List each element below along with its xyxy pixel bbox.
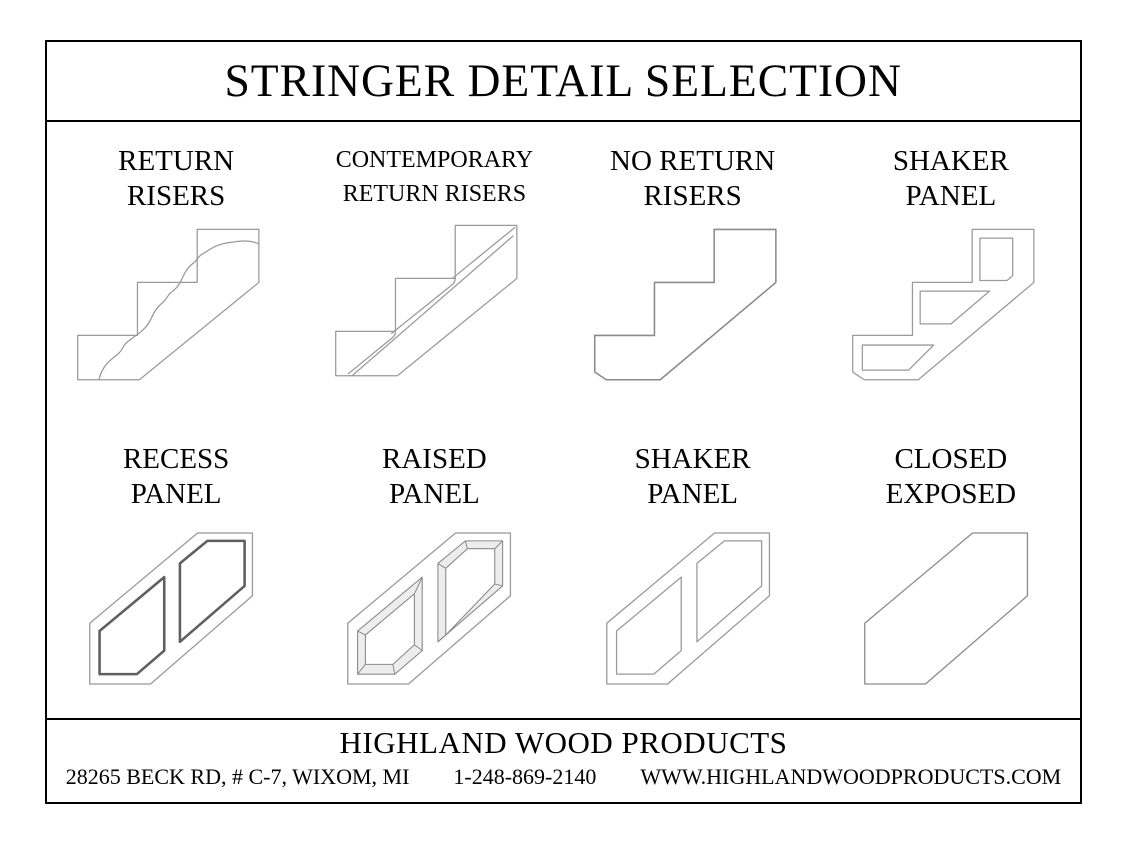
sheet-footer: HIGHLAND WOOD PRODUCTS 28265 BECK RD, # … [47, 718, 1080, 802]
option-label: NO RETURN RISERS [610, 145, 776, 213]
option-label: CLOSED EXPOSED [885, 443, 1017, 511]
raised-panel-stringer-drawing [347, 532, 512, 685]
options-grid: RETURN RISERS CONTEMPORARY RETURN RISERS [47, 122, 1080, 718]
no-return-risers-stair-drawing [593, 228, 777, 381]
sheet-title: STRINGER DETAIL SELECTION [224, 55, 903, 107]
option-closed-exposed: CLOSED EXPOSED [822, 420, 1080, 718]
company-name: HIGHLAND WOOD PRODUCTS [339, 725, 788, 760]
contact-line: 28265 BECK RD, # C-7, WIXOM, MI 1-248-86… [47, 764, 1080, 790]
option-no-return-risers: NO RETURN RISERS [564, 122, 822, 420]
option-label: SHAKER PANEL [892, 145, 1009, 213]
option-label: RAISED PANEL [382, 443, 487, 511]
option-shaker-panel-stair: SHAKER PANEL [822, 122, 1080, 420]
sheet-title-bar: STRINGER DETAIL SELECTION [47, 42, 1080, 122]
option-shaker-panel-stringer: SHAKER PANEL [564, 420, 822, 718]
shaker-panel-stair-drawing [851, 228, 1035, 381]
company-phone: 1-248-869-2140 [453, 764, 597, 789]
option-label: CONTEMPORARY RETURN RISERS [335, 147, 534, 207]
option-return-risers: RETURN RISERS [47, 122, 305, 420]
option-contemporary-return-risers: CONTEMPORARY RETURN RISERS [305, 122, 563, 420]
recess-panel-stringer-drawing [89, 532, 254, 685]
option-recess-panel: RECESS PANEL [47, 420, 305, 718]
option-raised-panel: RAISED PANEL [305, 420, 563, 718]
shaker-panel-stringer-drawing [605, 532, 770, 685]
contemporary-return-risers-stair-drawing [335, 224, 518, 377]
return-risers-stair-drawing [77, 228, 260, 381]
company-website: WWW.HIGHLANDWOODPRODUCTS.COM [640, 764, 1062, 789]
option-label: SHAKER PANEL [634, 443, 751, 511]
closed-exposed-stringer-drawing [863, 532, 1028, 685]
option-label: RETURN RISERS [118, 145, 235, 213]
selection-sheet: STRINGER DETAIL SELECTION RETURN RISERS … [45, 40, 1082, 804]
option-label: RECESS PANEL [122, 443, 230, 511]
company-address: 28265 BECK RD, # C-7, WIXOM, MI [65, 764, 410, 789]
